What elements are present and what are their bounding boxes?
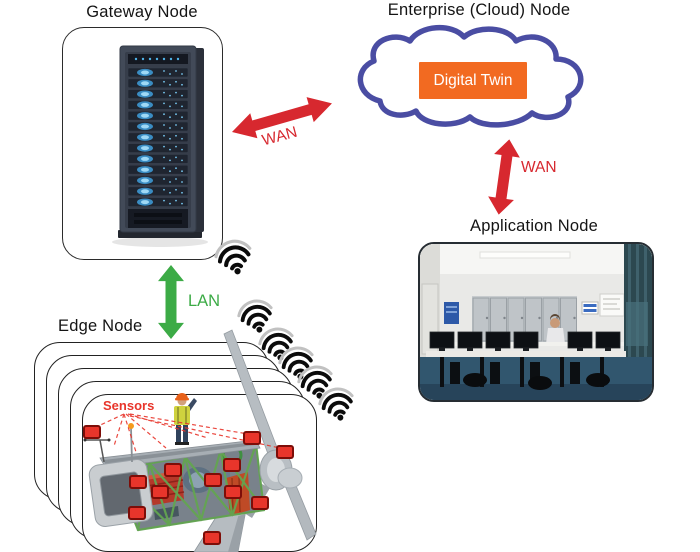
application-node-label: Application Node: [470, 217, 598, 235]
enterprise-cloud-node-label: Enterprise (Cloud) Node: [387, 1, 571, 19]
wifi-icon: [318, 387, 354, 421]
wifi-icon: [297, 365, 333, 399]
server-rack-icon: [112, 45, 208, 247]
wan-label-cloud-application: WAN: [521, 159, 557, 176]
wifi-icon: [278, 346, 314, 380]
lan-arrow-gateway-edge: [158, 265, 184, 339]
wan-arrow-gateway-cloud: [232, 97, 332, 139]
worker-figure: [174, 393, 197, 445]
sensor-markers: [83, 425, 294, 545]
server-rows: [127, 67, 189, 207]
wan-arrow-cloud-application: [488, 139, 520, 215]
gateway-node-label: Gateway Node: [86, 3, 198, 21]
digital-twin-box: Digital Twin: [419, 62, 527, 99]
wind-turbine-illustration: Sensors: [83, 329, 317, 552]
application-node-photo: [418, 242, 654, 402]
person: [550, 318, 560, 328]
wifi-icon: [237, 299, 273, 333]
control-room-illustration: [420, 244, 652, 400]
monitor-row: [429, 331, 621, 351]
wifi-icon: [214, 239, 252, 275]
lan-label: LAN: [188, 292, 221, 310]
edge-node-label: Edge Node: [58, 317, 143, 335]
sensors-label: Sensors: [103, 398, 154, 413]
